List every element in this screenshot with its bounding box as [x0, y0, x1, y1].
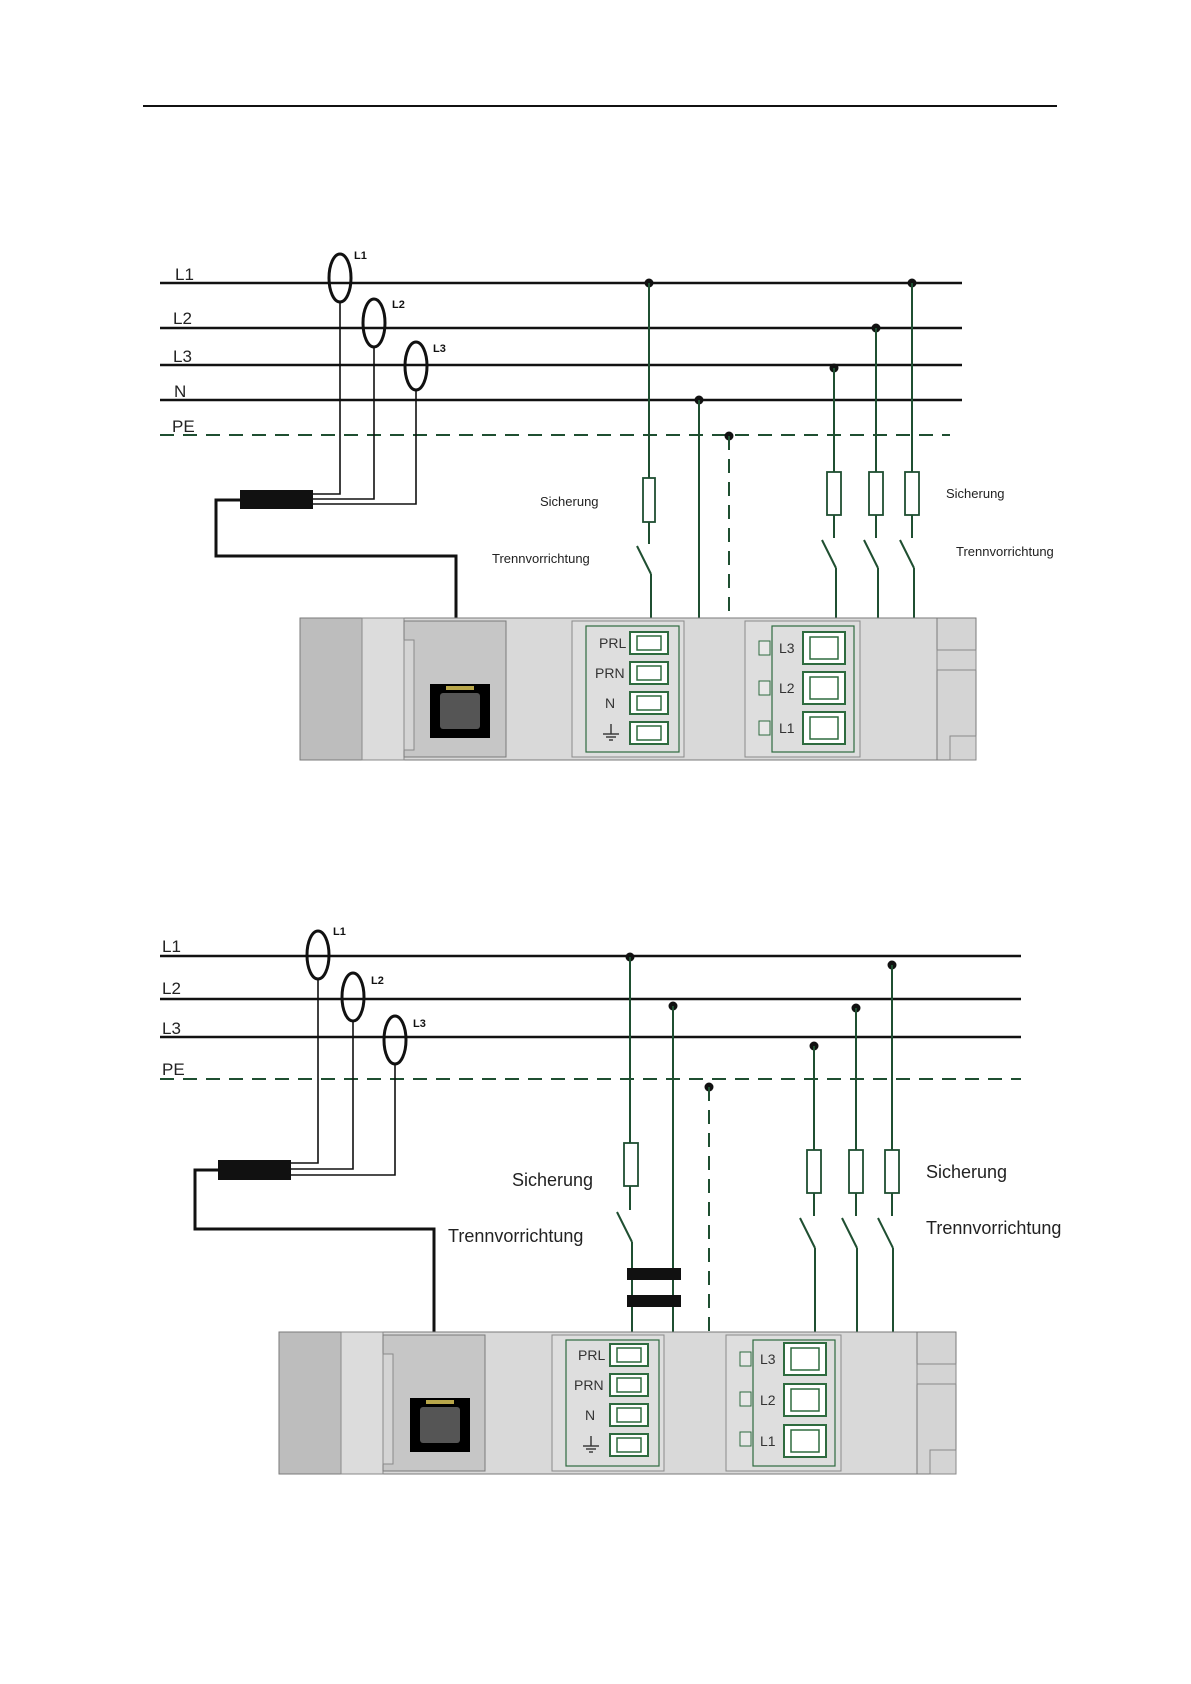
terminal-label-l2: L2 [760, 1392, 776, 1408]
line-label-l2: L2 [162, 979, 181, 998]
disconnect-right-l2 [842, 1218, 857, 1248]
terminal-label-prl: PRL [599, 635, 626, 651]
disconnect-right-l2 [864, 540, 878, 568]
disconnect-left [637, 546, 651, 574]
rj-port-rail [383, 1354, 393, 1464]
current-transformer-l2 [342, 973, 364, 1021]
ct-label-l1: L1 [333, 926, 346, 938]
diagram-1: L1 L2 L3 N PE L1 L2 L3 Sicherung Trennvo… [160, 250, 1054, 760]
terminal-label-prl: PRL [578, 1347, 605, 1363]
ct-wire-l2 [312, 347, 374, 499]
fuse-right-l1 [885, 1150, 899, 1193]
wire-prn [650, 1006, 673, 1384]
terminals-right [803, 632, 845, 744]
fuse-right-l2 [849, 1150, 863, 1193]
rj-contacts [446, 686, 474, 690]
current-transformer-l2 [363, 299, 385, 347]
meter-device-1: PRL PRN N L3 L2 [300, 618, 976, 760]
ct-wire-l1 [312, 302, 340, 494]
fuse-right-l3 [807, 1150, 821, 1193]
current-transformer-l1 [329, 254, 351, 302]
line-label-l2: L2 [173, 309, 192, 328]
disconnect-label-right: Trennvorrichtung [956, 544, 1054, 559]
terminal-label-l3: L3 [779, 640, 795, 656]
terminal-label-l2: L2 [779, 680, 795, 696]
rj-contacts [426, 1400, 454, 1404]
filter-bar-upper [627, 1268, 681, 1280]
disconnect-label-right: Trennvorrichtung [926, 1218, 1061, 1238]
rj-socket-inner [420, 1407, 460, 1443]
fuse-right-l1 [905, 472, 919, 515]
fuse-left [624, 1143, 638, 1186]
terminal-label-l3: L3 [760, 1351, 776, 1367]
line-label-l3: L3 [162, 1019, 181, 1038]
release-tab-l2 [740, 1392, 751, 1406]
device-right-cap [937, 618, 976, 760]
rj-socket-inner [440, 693, 480, 729]
ct-label-l3: L3 [413, 1018, 426, 1030]
disconnect-right-l1 [900, 540, 914, 568]
terminal-label-l1: L1 [760, 1433, 776, 1449]
terminal-label-prn: PRN [574, 1377, 604, 1393]
release-tab-l2 [759, 681, 770, 695]
ct-cable-block [218, 1160, 291, 1180]
diagram-2: L1 L2 L3 PE L1 L2 L3 Sicherung Trennvorr… [160, 926, 1061, 1474]
line-label-l1: L1 [162, 937, 181, 956]
device-segment [341, 1332, 383, 1474]
disconnect-left [617, 1212, 632, 1242]
terminal-label-n: N [585, 1407, 595, 1423]
ct-cable-block [240, 490, 313, 509]
ct-wire-l2 [290, 1021, 353, 1169]
disconnect-right-l3 [822, 540, 836, 568]
ct-wire-l3 [312, 390, 416, 504]
ct-label-l2: L2 [371, 975, 384, 987]
device-end-cap [300, 618, 362, 760]
current-transformer-l3 [384, 1016, 406, 1064]
line-label-n: N [174, 382, 186, 401]
ct-label-l1: L1 [354, 250, 367, 262]
disconnect-label-left: Trennvorrichtung [492, 551, 590, 566]
release-tab-l1 [759, 721, 770, 735]
terminal-label-l1: L1 [779, 720, 795, 736]
terminal-label-n: N [605, 695, 615, 711]
meter-device-2: PRL PRN N L3 L2 [279, 1332, 956, 1474]
fuse-label-left: Sicherung [512, 1170, 593, 1190]
fuse-right-l2 [869, 472, 883, 515]
release-tab-l3 [759, 641, 770, 655]
line-label-pe: PE [172, 417, 195, 436]
ct-wire-l1 [290, 979, 318, 1163]
terminals-right [784, 1343, 826, 1457]
device-right-cap [917, 1332, 956, 1474]
disconnect-right-l3 [800, 1218, 815, 1248]
ct-label-l3: L3 [433, 343, 446, 355]
fuse-label-right: Sicherung [946, 486, 1005, 501]
ct-label-l2: L2 [392, 299, 405, 311]
fuse-label-left: Sicherung [540, 494, 599, 509]
line-label-l1: L1 [175, 265, 194, 284]
release-tab-l1 [740, 1432, 751, 1446]
device-end-cap [279, 1332, 341, 1474]
fuse-right-l3 [827, 472, 841, 515]
line-label-l3: L3 [173, 347, 192, 366]
release-tab-l3 [740, 1352, 751, 1366]
line-label-pe: PE [162, 1060, 185, 1079]
device-segment [362, 618, 404, 760]
ct-wire-l3 [290, 1064, 395, 1175]
filter-bar-lower [627, 1295, 681, 1307]
fuse-left [643, 478, 655, 522]
disconnect-right-l1 [878, 1218, 893, 1248]
fuse-label-right: Sicherung [926, 1162, 1007, 1182]
disconnect-label-left: Trennvorrichtung [448, 1226, 583, 1246]
terminal-label-prn: PRN [595, 665, 625, 681]
rj-port-rail [404, 640, 414, 750]
